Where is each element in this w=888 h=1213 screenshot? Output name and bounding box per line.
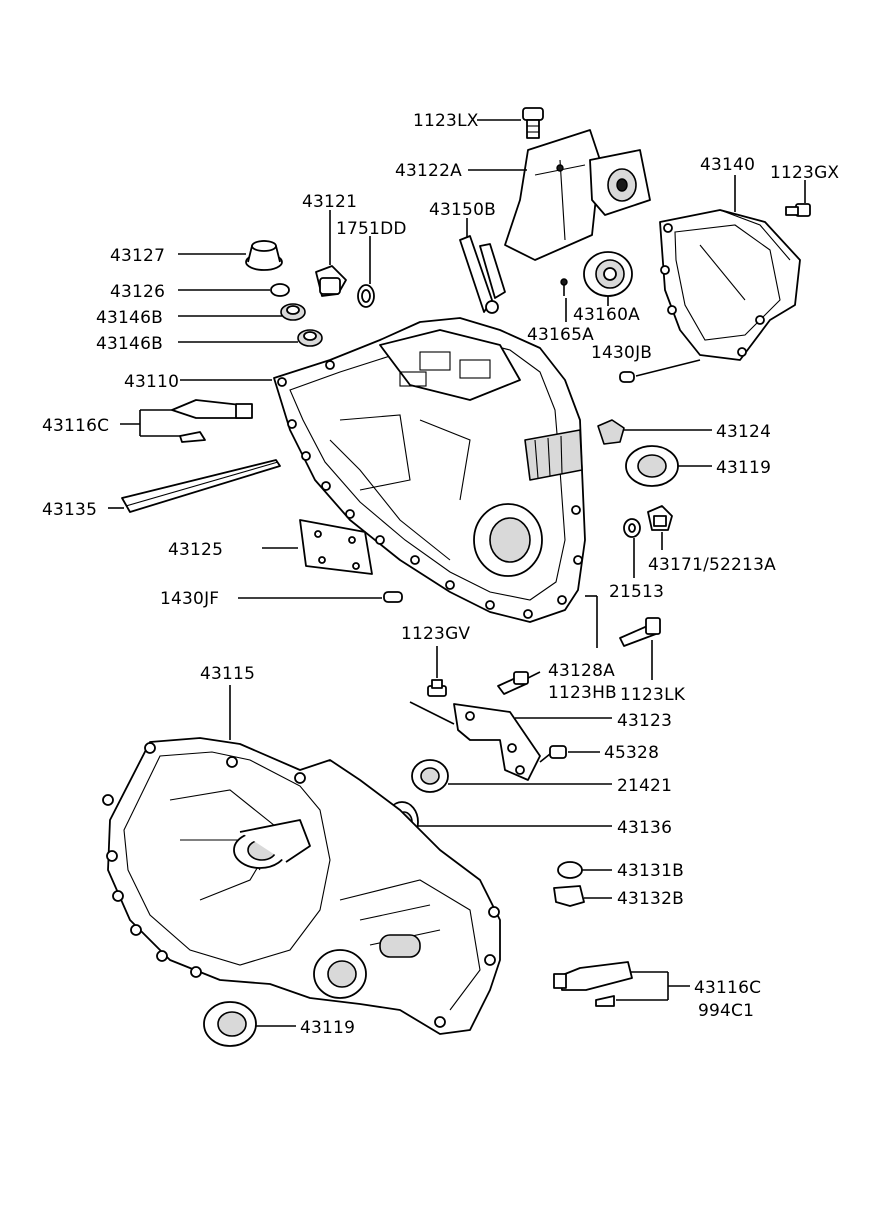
washer-1751DD (357, 284, 375, 308)
label-1123LK: 1123LK (620, 685, 686, 705)
label-43122A: 43122A (395, 161, 462, 181)
seal-43119-right (625, 445, 679, 487)
label-43125: 43125 (168, 540, 223, 560)
label-1430JF: 1430JF (160, 589, 219, 609)
label-43132B: 43132B (617, 889, 684, 909)
pin-1430JF (383, 591, 403, 603)
label-43171: 43171/52213A (648, 555, 776, 575)
label-43136: 43136 (617, 818, 672, 838)
label-43126: 43126 (110, 282, 165, 302)
bolt-43128A (497, 671, 529, 695)
label-43110: 43110 (124, 372, 179, 392)
label-43146B-1: 43146B (96, 308, 163, 328)
bushing-43146B-2 (297, 329, 323, 347)
sealant-tube-43116C-top (171, 399, 253, 443)
cover-plate-43125 (299, 519, 373, 575)
label-43121: 43121 (302, 192, 357, 212)
bolt-1123GV (427, 679, 447, 697)
clutch-housing-43115 (102, 737, 501, 1035)
label-43119-bottom: 43119 (300, 1018, 355, 1038)
fitting-43171 (647, 505, 673, 531)
bracket-43123 (453, 703, 541, 781)
label-45328: 45328 (604, 743, 659, 763)
label-43116C-bottom: 43116C (694, 978, 761, 998)
plug-43131B (557, 861, 583, 879)
label-43146B-2: 43146B (96, 334, 163, 354)
label-21421: 21421 (617, 776, 672, 796)
label-1123GX: 1123GX (770, 163, 839, 183)
transaxle-case-43110 (273, 317, 586, 623)
label-43116C-top: 43116C (42, 416, 109, 436)
label-43131B: 43131B (617, 861, 684, 881)
plate-43135 (121, 459, 281, 513)
label-43127: 43127 (110, 246, 165, 266)
label-43123: 43123 (617, 711, 672, 731)
screw-43165A (560, 278, 568, 296)
bolt-1123LX (522, 107, 544, 139)
bearing-43160A (583, 251, 633, 297)
label-43115: 43115 (200, 664, 255, 684)
label-43160A: 43160A (573, 305, 640, 325)
sealant-tube-43116C-bottom (553, 961, 633, 1007)
label-1123HB: 1123HB (548, 683, 617, 703)
fork-43150B (459, 235, 506, 314)
pin-1430JB (619, 371, 635, 383)
bolt-1123GX (785, 203, 811, 217)
seal-21421 (411, 759, 449, 793)
label-43150B: 43150B (429, 200, 496, 220)
screw-45328 (539, 745, 567, 763)
seal-43126 (270, 283, 290, 297)
clip-43132B (553, 885, 585, 907)
bolt-1123LK (619, 617, 661, 647)
label-43124: 43124 (716, 422, 771, 442)
seal-43119-bottom (203, 1001, 257, 1047)
label-21513: 21513 (609, 582, 664, 602)
label-43140: 43140 (700, 155, 755, 175)
bushing-43146B-1 (280, 303, 306, 321)
label-1123LX: 1123LX (413, 111, 479, 131)
label-43128A: 43128A (548, 661, 615, 681)
label-43119-right: 43119 (716, 458, 771, 478)
boot-43127 (245, 240, 283, 271)
plug-43124 (597, 419, 625, 445)
label-43135: 43135 (42, 500, 97, 520)
plug-43121 (315, 265, 347, 297)
label-1430JB: 1430JB (591, 343, 652, 363)
label-994C1: 994C1 (698, 1001, 754, 1021)
label-1751DD: 1751DD (336, 219, 407, 239)
label-43165A: 43165A (527, 325, 594, 345)
cover-43140 (659, 209, 801, 361)
washer-21513 (623, 518, 641, 538)
label-1123GV: 1123GV (401, 624, 470, 644)
bracket-43122A (504, 129, 651, 261)
